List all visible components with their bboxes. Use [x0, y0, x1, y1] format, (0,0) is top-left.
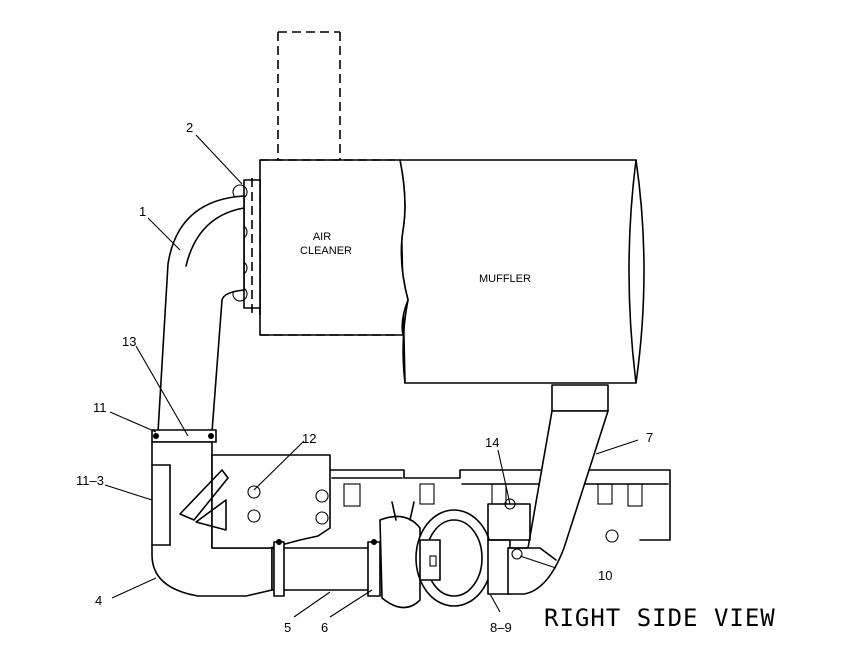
callout-14: 14 [485, 435, 499, 450]
callout-4: 4 [95, 593, 102, 608]
callout-12: 12 [302, 431, 316, 446]
leader-lines [104, 134, 639, 618]
air-cleaner-housing [259, 159, 409, 336]
callout-7: 7 [646, 430, 653, 445]
view-title: RIGHT SIDE VIEW [544, 604, 776, 632]
callout-1: 1 [139, 204, 146, 219]
callout-8-9: 8–9 [490, 620, 512, 635]
inlet-elbow [157, 195, 245, 433]
callout-13: 13 [122, 334, 136, 349]
muffler-label: MUFFLER [479, 273, 531, 285]
muffler-housing [399, 159, 645, 384]
callout-11: 11 [93, 400, 107, 415]
intake-tube [271, 539, 381, 597]
callout-10: 10 [598, 568, 612, 583]
intake-stack [277, 31, 341, 160]
turbocharger [379, 501, 511, 609]
callout-2: 2 [186, 120, 193, 135]
exhaust-bracket [487, 498, 531, 541]
callout-5: 5 [284, 620, 291, 635]
air-cleaner-label: AIR [313, 231, 331, 243]
callout-6: 6 [321, 620, 328, 635]
exhaust-pipe [507, 384, 609, 595]
air-cleaner-label-line2: CLEANER [300, 245, 352, 257]
clamp-band [151, 429, 217, 443]
callout-11-3: 11–3 [76, 473, 104, 488]
bracket-block [179, 454, 331, 549]
